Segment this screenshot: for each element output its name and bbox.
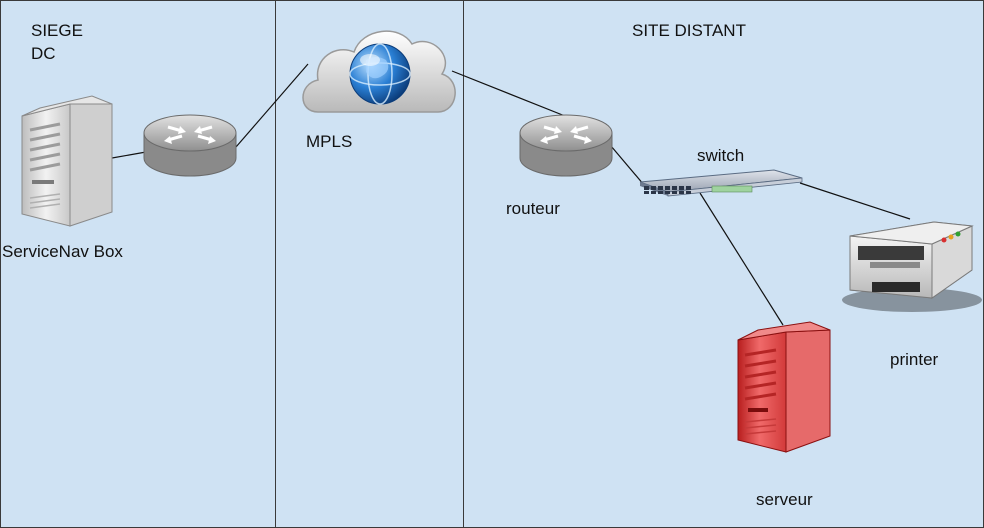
- link-router1-mpls: [235, 63, 309, 148]
- link-switch-printer: [799, 182, 911, 220]
- label-servicenav-box: ServiceNav Box: [2, 242, 123, 261]
- link-switch-serveur: [699, 192, 784, 326]
- router-site-icon: [519, 114, 613, 177]
- zone-label-siege-line2: DC: [31, 43, 56, 63]
- zone-divider-left: [275, 0, 276, 528]
- label-mpls: MPLS: [306, 132, 353, 151]
- switch-icon: [639, 169, 803, 197]
- zone-label-siege-line1: SIEGE: [31, 21, 83, 40]
- link-router2-switch: [610, 145, 645, 186]
- zone-label-site-distant: SITE DISTANT: [632, 21, 746, 40]
- zone-label-siege: SIEGE DC: [31, 20, 83, 66]
- label-switch: switch: [697, 146, 745, 165]
- link-server-router1: [111, 151, 147, 159]
- router-siege-icon: [143, 114, 237, 177]
- label-routeur: routeur: [506, 199, 560, 218]
- label-printer: printer: [890, 350, 939, 369]
- serveur-icon: [737, 321, 831, 453]
- servicenav-server-icon: [21, 95, 113, 227]
- printer-icon: [842, 221, 982, 312]
- mpls-cloud-icon: [302, 30, 456, 113]
- links: [111, 63, 911, 326]
- label-serveur: serveur: [756, 490, 813, 509]
- zone-divider-right: [463, 0, 464, 528]
- link-mpls-router2: [451, 70, 571, 119]
